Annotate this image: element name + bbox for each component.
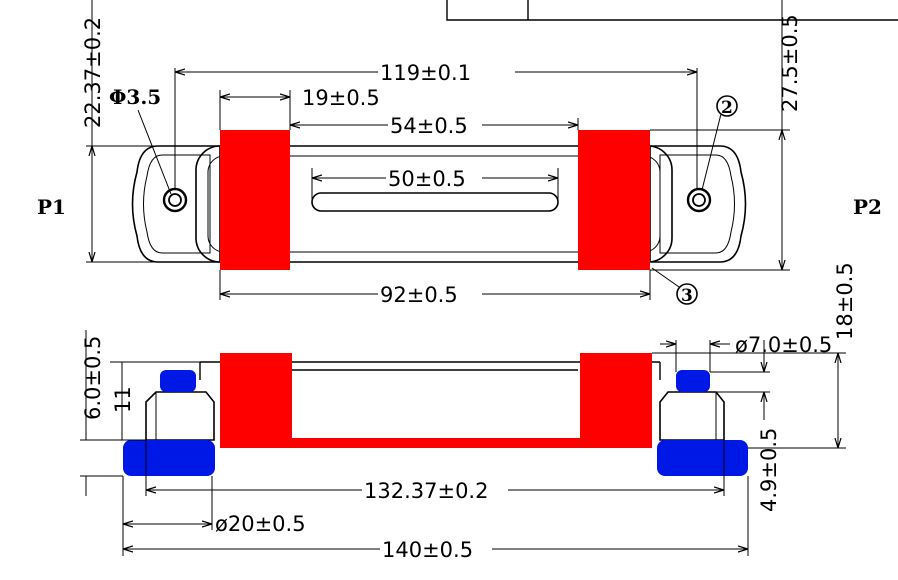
dim-27-5: 27.5±0.5	[778, 14, 802, 112]
dim-54: 54±0.5	[390, 114, 468, 138]
dim-132-37: 132.37±0.2	[364, 479, 488, 503]
left-bolt	[162, 187, 188, 213]
dim-50: 50±0.5	[388, 167, 466, 191]
dim-11: 11	[111, 386, 135, 413]
dim-4-9: 4.9±0.5	[757, 428, 781, 512]
dim-dia-20: ø20±0.5	[215, 512, 306, 536]
side-view: 6.0±0.5 11 ø7.0±0.5 18±0.5 4.9±0.5 132.3…	[80, 262, 857, 562]
dim-6-0: 6.0±0.5	[81, 336, 105, 420]
svg-text:3: 3	[681, 286, 693, 306]
left-red-sleeve	[220, 130, 290, 270]
left-end-cap	[131, 145, 221, 263]
dim-18: 18±0.5	[833, 262, 857, 340]
right-blue-nut	[676, 370, 710, 392]
title-block-fragment	[446, 0, 898, 21]
left-blue-base	[123, 440, 215, 476]
right-bolt	[686, 187, 712, 213]
right-blue-base	[657, 440, 748, 476]
label-hole-dia: Φ3.5	[109, 85, 161, 109]
dim-140: 140±0.5	[382, 538, 473, 562]
svg-text:2: 2	[721, 98, 733, 118]
left-terminal-body	[145, 391, 215, 441]
dim-19: 19±0.5	[302, 86, 380, 110]
right-red-sleeve	[578, 130, 650, 270]
right-terminal-body	[659, 391, 725, 441]
left-blue-nut	[160, 370, 196, 392]
left-red-sleeve-side	[220, 353, 292, 448]
dim-92: 92±0.5	[380, 283, 458, 307]
right-red-sleeve-side	[580, 353, 652, 448]
right-end-cap	[649, 145, 747, 263]
callout-3: 3	[651, 267, 698, 306]
top-view: 119±0.1 19±0.5 54±0.5 50±0.5 92±0.5 22.3…	[37, 0, 882, 307]
center-slot	[311, 192, 559, 212]
busbar-body-outline	[195, 145, 673, 263]
callout-2: 2	[701, 95, 738, 191]
dim-22-37: 22.37±0.2	[81, 17, 105, 128]
label-p1: P1	[37, 195, 66, 219]
label-p2: P2	[853, 195, 882, 219]
dim-119: 119±0.1	[380, 61, 471, 85]
bottom-red-strip	[290, 438, 580, 448]
